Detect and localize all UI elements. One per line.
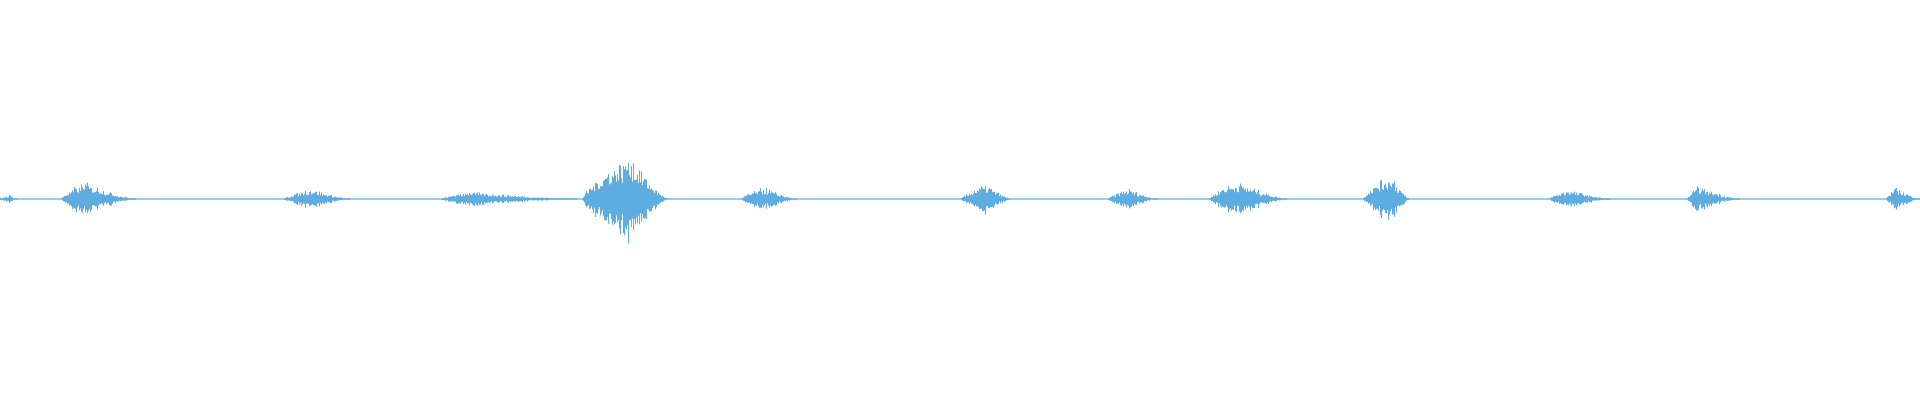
- waveform-burst-1: [0, 195, 18, 204]
- waveform-burst-3: [284, 190, 350, 208]
- waveform-burst-5: [582, 162, 668, 244]
- waveform-burst-12: [1687, 186, 1740, 211]
- waveform-burst-8: [1108, 189, 1158, 209]
- waveform-burst-11: [1549, 191, 1611, 207]
- waveform-burst-2: [61, 182, 136, 214]
- waveform-burst-10: [1363, 180, 1409, 220]
- waveform-burst-13: [1886, 188, 1920, 210]
- waveform-burst-6: [741, 187, 797, 209]
- waveform-burst-4: [441, 192, 578, 206]
- waveform-burst-9: [1209, 183, 1287, 214]
- waveform-burst-7: [961, 186, 1011, 215]
